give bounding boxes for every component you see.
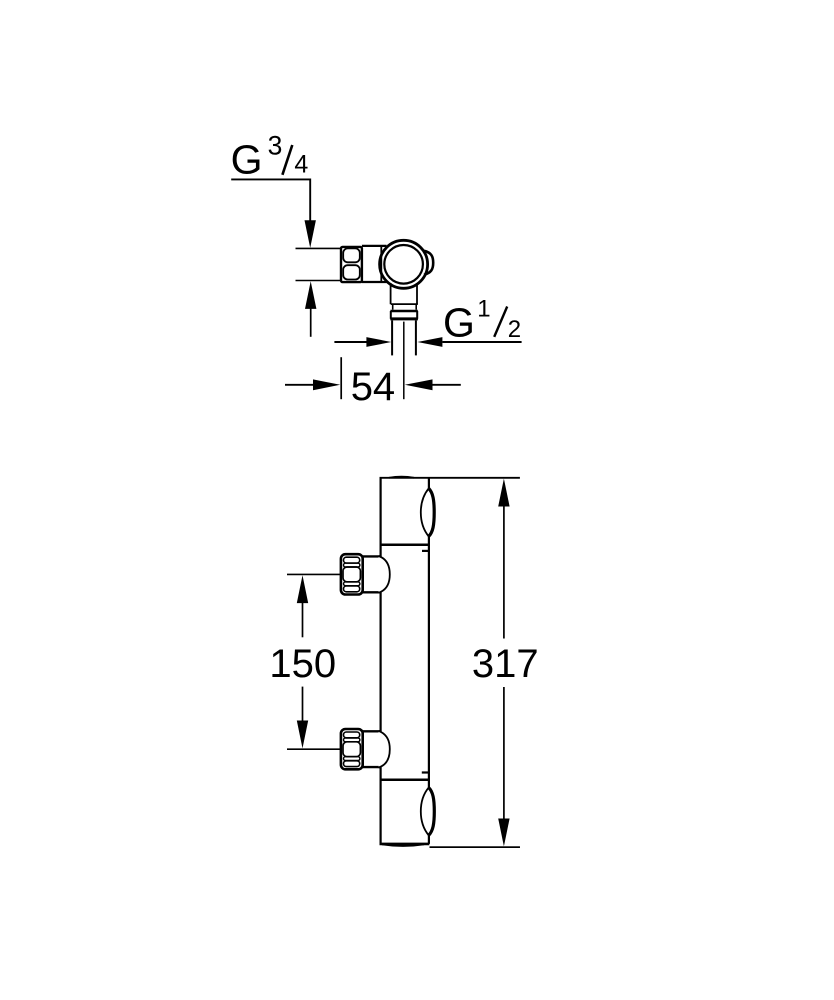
svg-text:1: 1 [477,296,490,323]
svg-text:54: 54 [351,365,396,409]
svg-text:2: 2 [508,316,521,343]
svg-text:G: G [443,300,475,346]
svg-text:3: 3 [268,131,283,161]
svg-text:150: 150 [269,642,336,686]
svg-text:4: 4 [294,150,308,178]
svg-text:317: 317 [472,642,539,686]
svg-text:G: G [231,137,263,183]
